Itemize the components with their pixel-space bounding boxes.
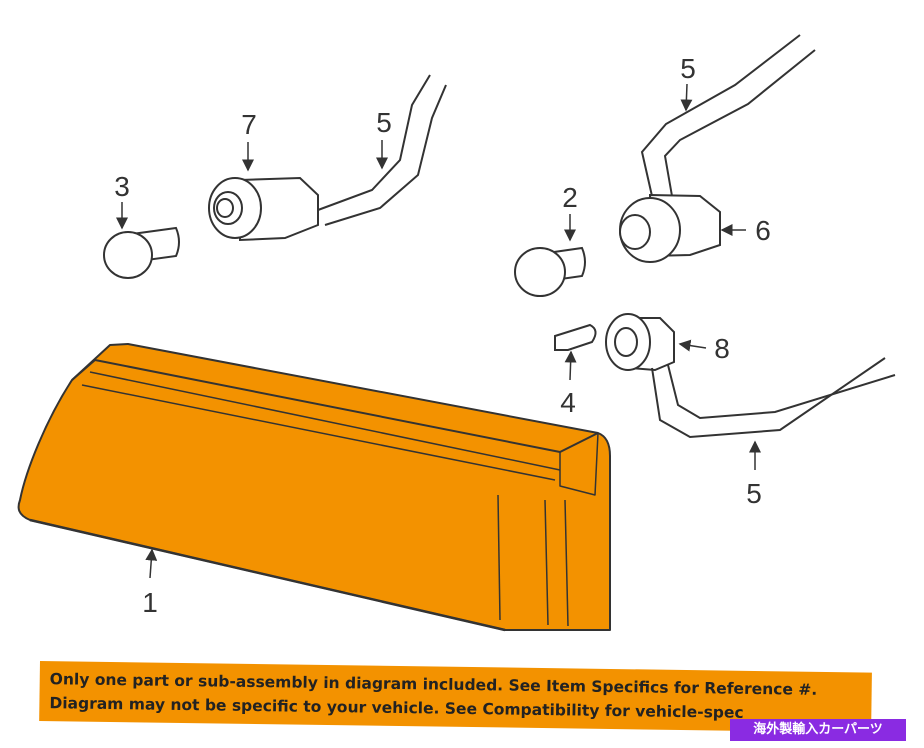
wire-harness-lower-right	[651, 357, 896, 439]
bulb-2	[514, 246, 586, 297]
bulb-4	[554, 323, 597, 351]
wire-harness-upper-right	[640, 34, 816, 197]
callout-4: 4	[560, 387, 576, 418]
callout-2: 2	[562, 182, 578, 213]
callout-5-lower-right: 5	[746, 478, 762, 509]
callout-5-upper-right: 5	[680, 53, 696, 84]
callout-1: 1	[142, 587, 158, 618]
socket-7	[208, 176, 319, 242]
callout-8: 8	[714, 333, 730, 364]
parking-lamp-assembly	[17, 343, 611, 632]
callout-7: 7	[241, 109, 257, 140]
callout-6: 6	[755, 215, 771, 246]
callout-5-left: 5	[376, 107, 392, 138]
callout-3: 3	[114, 171, 130, 202]
wire-harness-left	[317, 74, 447, 226]
callout-arrows	[116, 83, 761, 579]
parts-diagram: 1 2 3 4 5 5 5 6 7 8	[17, 34, 896, 632]
import-parts-badge: 海外製輸入カーパーツ	[730, 719, 906, 741]
socket-8	[605, 313, 675, 372]
socket-6	[619, 193, 721, 263]
bulb-3	[103, 226, 180, 279]
